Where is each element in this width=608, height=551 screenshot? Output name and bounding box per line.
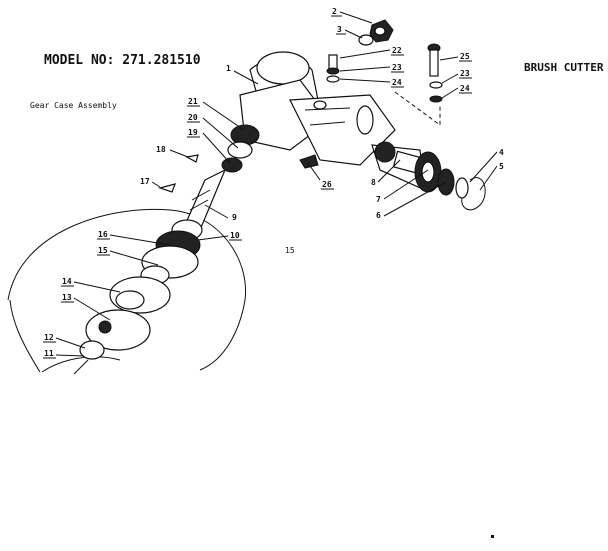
part-label-25: 25 (460, 52, 470, 61)
page-mark-dot (491, 535, 494, 538)
part-label-5: 5 (499, 162, 504, 171)
part-label-7: 7 (376, 195, 381, 204)
part-number-labels: 1 2 3 22 23 24 25 23 24 4 5 6 7 8 26 9 1… (44, 7, 504, 358)
part-label-24a: 24 (392, 78, 402, 87)
guard-lower-edge (41, 356, 121, 373)
model-number: MODEL NO: 271.281510 (44, 53, 201, 68)
page-reference: 15 (285, 246, 295, 255)
lock-washer-26 (299, 154, 319, 169)
part-label-17: 17 (140, 177, 150, 186)
part-label-16: 16 (98, 230, 108, 239)
guard-left-edge (9, 299, 41, 373)
part-label-24b: 24 (460, 84, 470, 93)
top-fasteners (326, 19, 443, 126)
part-label-3: 3 (337, 25, 342, 34)
part-label-13: 13 (62, 293, 72, 302)
part-label-9: 9 (232, 213, 237, 222)
assembly-title: Gear Case Assembly (30, 101, 117, 110)
product-name: BRUSH CUTTER (524, 61, 604, 74)
part-label-19: 19 (188, 128, 198, 137)
part-label-4: 4 (499, 148, 504, 157)
part-label-8: 8 (371, 178, 376, 187)
part-label-14: 14 (62, 277, 72, 286)
spindle-assembly (73, 124, 260, 375)
part-label-1: 1 (226, 64, 231, 73)
part-label-11: 11 (44, 349, 54, 358)
part-label-20: 20 (188, 113, 198, 122)
part-label-23b: 23 (460, 69, 470, 78)
part-label-26: 26 (322, 180, 332, 189)
part-label-6: 6 (376, 211, 381, 220)
blade-guard-arc (7, 208, 247, 371)
part-label-18: 18 (156, 145, 166, 154)
part-label-12: 12 (44, 333, 54, 342)
part-label-2: 2 (332, 7, 337, 16)
label-underlines (43, 15, 472, 359)
gear-case-housing (239, 51, 396, 166)
part-label-21: 21 (188, 97, 198, 106)
part-label-22: 22 (392, 46, 402, 55)
part-label-23a: 23 (392, 63, 402, 72)
part-label-10: 10 (230, 231, 240, 240)
output-shaft-assembly (371, 141, 486, 211)
part-label-15: 15 (98, 246, 108, 255)
leader-lines (55, 11, 498, 357)
